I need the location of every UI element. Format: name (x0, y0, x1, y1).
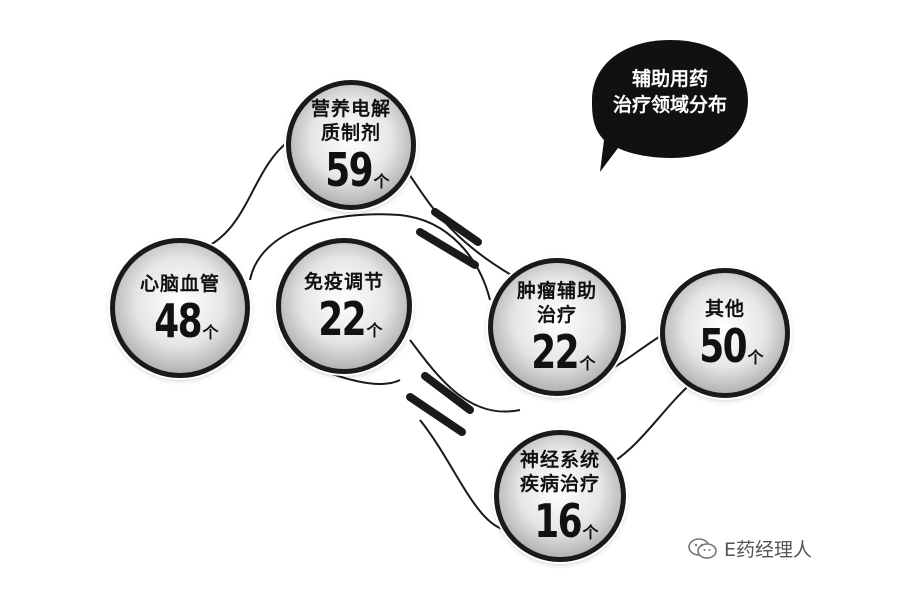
node-value: 50 个 (686, 319, 764, 373)
node-label: 神经系统 疾病治疗 (519, 449, 600, 495)
node-count: 22 (318, 292, 367, 346)
node-immune: 免疫调节 22 个 (276, 238, 412, 374)
node-unit: 个 (579, 354, 596, 373)
node-label: 心脑血管 (139, 273, 220, 295)
node-count: 50 (699, 319, 748, 373)
node-tumor: 肿瘤辅助 治疗 22 个 (488, 258, 626, 396)
node-count: 16 (534, 494, 583, 548)
speech-bubble (592, 40, 748, 172)
node-unit: 个 (202, 323, 219, 342)
node-count: 22 (531, 325, 580, 379)
node-value: 22 个 (305, 292, 383, 346)
node-label: 其他 (704, 298, 745, 320)
node-unit: 个 (747, 348, 764, 367)
thick-segment-1 (431, 208, 482, 246)
node-unit: 个 (366, 321, 383, 340)
thick-segment-3 (421, 372, 474, 414)
node-label: 肿瘤辅助 治疗 (516, 280, 597, 326)
node-cardiovascular: 心脑血管 48 个 (110, 238, 250, 378)
node-count: 59 (325, 143, 374, 197)
node-label: 免疫调节 (303, 271, 384, 293)
watermark-text: E药经理人 (724, 539, 813, 561)
wechat-icon (688, 537, 717, 559)
node-value: 16 个 (521, 494, 599, 548)
node-label: 营养电解 质制剂 (310, 98, 391, 144)
node-value: 48 个 (141, 294, 219, 348)
node-other: 其他 50 个 (660, 268, 790, 398)
node-electrolyte: 营养电解 质制剂 59 个 (286, 80, 416, 210)
node-value: 59 个 (312, 143, 390, 197)
node-unit: 个 (582, 523, 599, 542)
node-value: 22 个 (518, 325, 596, 379)
node-unit: 个 (373, 172, 390, 191)
thick-segment-4 (406, 393, 466, 436)
node-neurological: 神经系统 疾病治疗 16 个 (494, 430, 626, 562)
diagram-title: 辅助用药 治疗领域分布 (612, 68, 727, 116)
node-count: 48 (154, 294, 203, 348)
watermark: E药经理人 (688, 535, 812, 562)
thick-segment-2 (416, 228, 479, 269)
